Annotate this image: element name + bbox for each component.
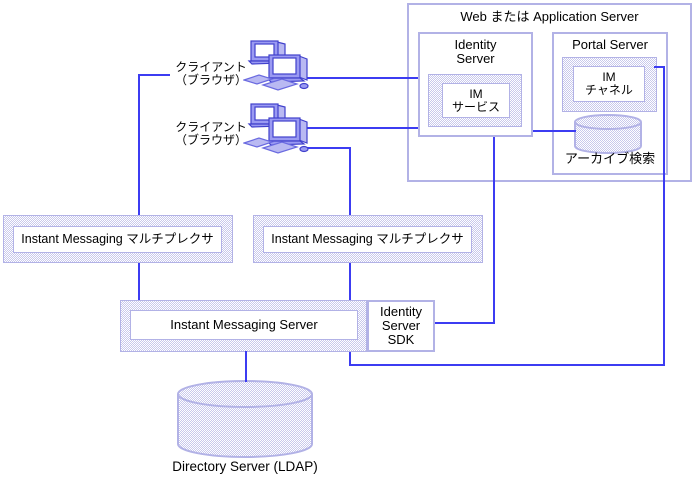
desktop-computers-icon — [243, 39, 311, 91]
identity-server-title: Identity Server — [454, 37, 497, 66]
im-server-label: Instant Messaging Server — [130, 310, 358, 340]
client1-label: クライアント （ブラウザ） — [170, 61, 252, 89]
archive-search-cylinder — [573, 113, 643, 157]
line-identity-to-archive — [533, 130, 576, 132]
multiplexer2-label: Instant Messaging マルチプレクサ — [263, 226, 472, 253]
line-client1-left — [138, 74, 180, 76]
im-service-label: IM サービス — [442, 83, 510, 118]
multiplexer1-label: Instant Messaging マルチプレクサ — [13, 226, 222, 253]
archive-search-label: アーカイブ検索 — [564, 151, 656, 166]
line-right-vertical — [663, 66, 665, 366]
database-cylinder-icon — [177, 380, 313, 458]
line-imserver-to-ldap — [245, 351, 247, 382]
web-app-server-box: Web または Application Server — [407, 3, 692, 182]
client1-icon-wrap — [243, 39, 311, 91]
line-im-channel-stub — [654, 66, 665, 68]
line-client2-to-portal-path — [306, 147, 351, 149]
directory-server-cylinder — [176, 379, 314, 459]
identity-server-sdk-box: Identity Server SDK — [367, 300, 435, 352]
line-client1-to-identity — [306, 77, 418, 79]
line-bottom-horizontal — [349, 364, 665, 366]
line-sdk-horizontal — [435, 322, 495, 324]
line-client2-to-identity — [306, 127, 418, 129]
im-channel-label: IM チャネル — [573, 66, 645, 102]
portal-server-title: Portal Server — [572, 37, 648, 52]
client2-icon-wrap — [243, 102, 311, 154]
client2-label: クライアント （ブラウザ） — [170, 121, 252, 149]
desktop-computers-icon — [243, 102, 311, 154]
web-app-server-title: Web または Application Server — [460, 9, 639, 24]
directory-server-label: Directory Server (LDAP) — [172, 459, 318, 474]
database-cylinder-icon — [574, 114, 642, 154]
line-left-vertical — [138, 74, 140, 302]
line-sdk-to-identity — [493, 137, 495, 324]
